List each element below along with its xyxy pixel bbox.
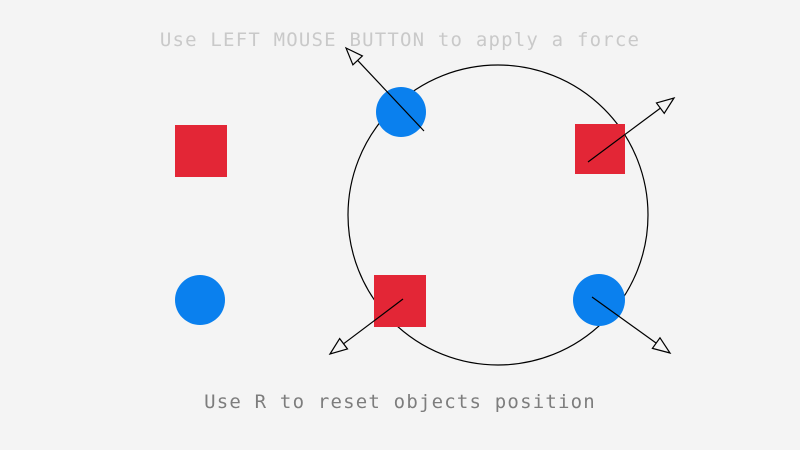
force-vector-arrowhead bbox=[651, 336, 672, 354]
hint-text-top: Use LEFT MOUSE BUTTON to apply a force bbox=[159, 29, 641, 51]
bodies-group[interactable] bbox=[175, 87, 625, 327]
force-vectors-group bbox=[328, 46, 676, 356]
force-vector-force-circle-top bbox=[344, 46, 425, 132]
force-vector-arrowhead bbox=[655, 96, 676, 115]
body-square-left[interactable] bbox=[175, 125, 227, 177]
boundary-circle-group bbox=[347, 64, 649, 366]
body-circle-bottom-right[interactable] bbox=[573, 274, 625, 326]
body-circle-left[interactable] bbox=[175, 275, 225, 325]
force-vector-force-circle-bottom-right bbox=[591, 296, 672, 354]
hint-text-bottom: Use R to reset objects position bbox=[204, 391, 596, 413]
boundary-circle-outline bbox=[347, 64, 649, 366]
force-vector-shaft bbox=[587, 105, 664, 163]
force-vector-arrowhead bbox=[328, 337, 349, 356]
force-vector-force-square-top-right bbox=[587, 96, 676, 163]
body-square-top-right[interactable] bbox=[575, 124, 625, 174]
force-vector-arrowhead bbox=[344, 46, 364, 66]
body-circle-top[interactable] bbox=[376, 87, 426, 137]
force-vector-shaft bbox=[340, 298, 404, 347]
force-vector-force-square-bottom-center bbox=[328, 298, 404, 356]
force-vector-shaft bbox=[591, 296, 659, 346]
force-vector-shaft bbox=[355, 57, 425, 132]
